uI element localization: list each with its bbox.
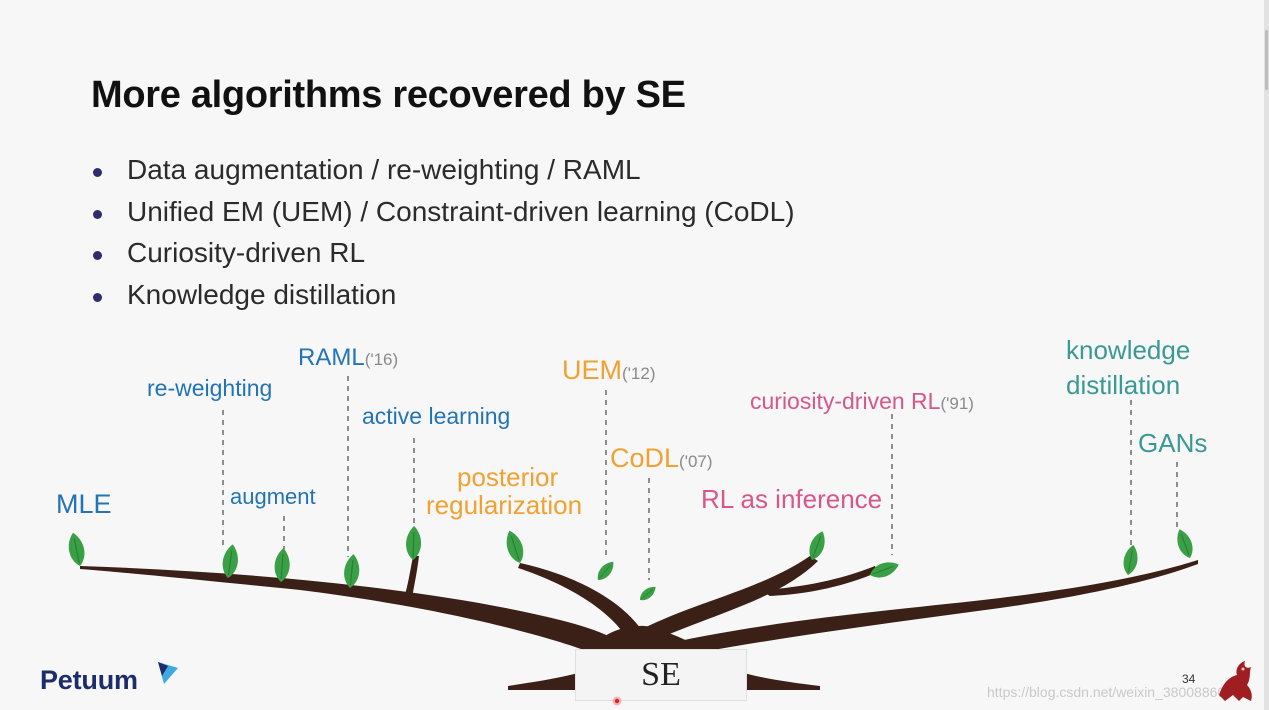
label-raml: RAML('16) (298, 346, 398, 370)
curiosity-text: curiosity-driven RL (750, 388, 941, 414)
bullet-item: Unified EM (UEM) / Constraint-driven lea… (92, 192, 795, 234)
bullet-dot (93, 292, 102, 302)
label-reweighting: re-weighting (147, 375, 273, 401)
label-posterior: posterior (457, 462, 559, 492)
label-uem: UEM('12) (562, 357, 655, 384)
tree-leaves (64, 525, 1197, 604)
label-distillation: distillation (1066, 370, 1181, 400)
label-active-learning: active learning (362, 403, 511, 429)
dashed-connectors (222, 376, 1178, 580)
scrollbar-track[interactable] (1264, 0, 1269, 710)
bullet-text: Data augmentation / re-weighting / RAML (127, 154, 641, 185)
bullet-dot (93, 251, 102, 260)
raml-year: ('16) (364, 350, 399, 369)
watermark-text: https://blog.csdn.net/weixin_38008860 (987, 684, 1226, 700)
bullet-text: Curiosity-driven RL (127, 237, 366, 268)
label-augment: augment (230, 484, 316, 509)
raml-text: RAML (298, 344, 365, 371)
slide-title: More algorithms recovered by SE (91, 74, 686, 116)
petuum-logo-text: Petuum (40, 665, 138, 695)
label-regularization: regularization (426, 490, 583, 520)
dragon-mascot-icon (1219, 661, 1252, 701)
petuum-logo-icon (158, 662, 178, 684)
curiosity-year: ('91) (940, 394, 974, 413)
label-mle: MLE (56, 489, 112, 519)
bullet-text: Knowledge distillation (127, 278, 397, 310)
bullet-text: Unified EM (UEM) / Constraint-driven lea… (127, 195, 795, 227)
bullet-item: Knowledge distillation (92, 275, 795, 317)
page-number: 34 (1182, 672, 1196, 686)
uem-text: UEM (562, 355, 622, 385)
bullet-item: Data augmentation / re-weighting / RAML (92, 150, 795, 192)
label-knowledge: knowledge (1066, 335, 1191, 365)
codl-text: CoDL (610, 443, 680, 473)
bullet-list: Data augmentation / re-weighting / RAML … (92, 150, 795, 316)
scrollbar-thumb[interactable] (1265, 30, 1268, 90)
label-curiosity: curiosity-driven RL('91) (750, 390, 974, 413)
label-gans: GANs (1138, 428, 1208, 458)
cursor-indicator-icon (612, 696, 622, 706)
bullet-dot (93, 209, 102, 219)
bullet-item: Curiosity-driven RL (92, 233, 795, 275)
label-codl: CoDL('07) (610, 445, 713, 472)
uem-year: ('12) (622, 364, 656, 383)
se-root-label: SE (575, 649, 747, 701)
label-rl-inference: RL as inference (701, 484, 883, 514)
bullet-dot (93, 168, 102, 177)
codl-year: ('07) (679, 452, 713, 471)
